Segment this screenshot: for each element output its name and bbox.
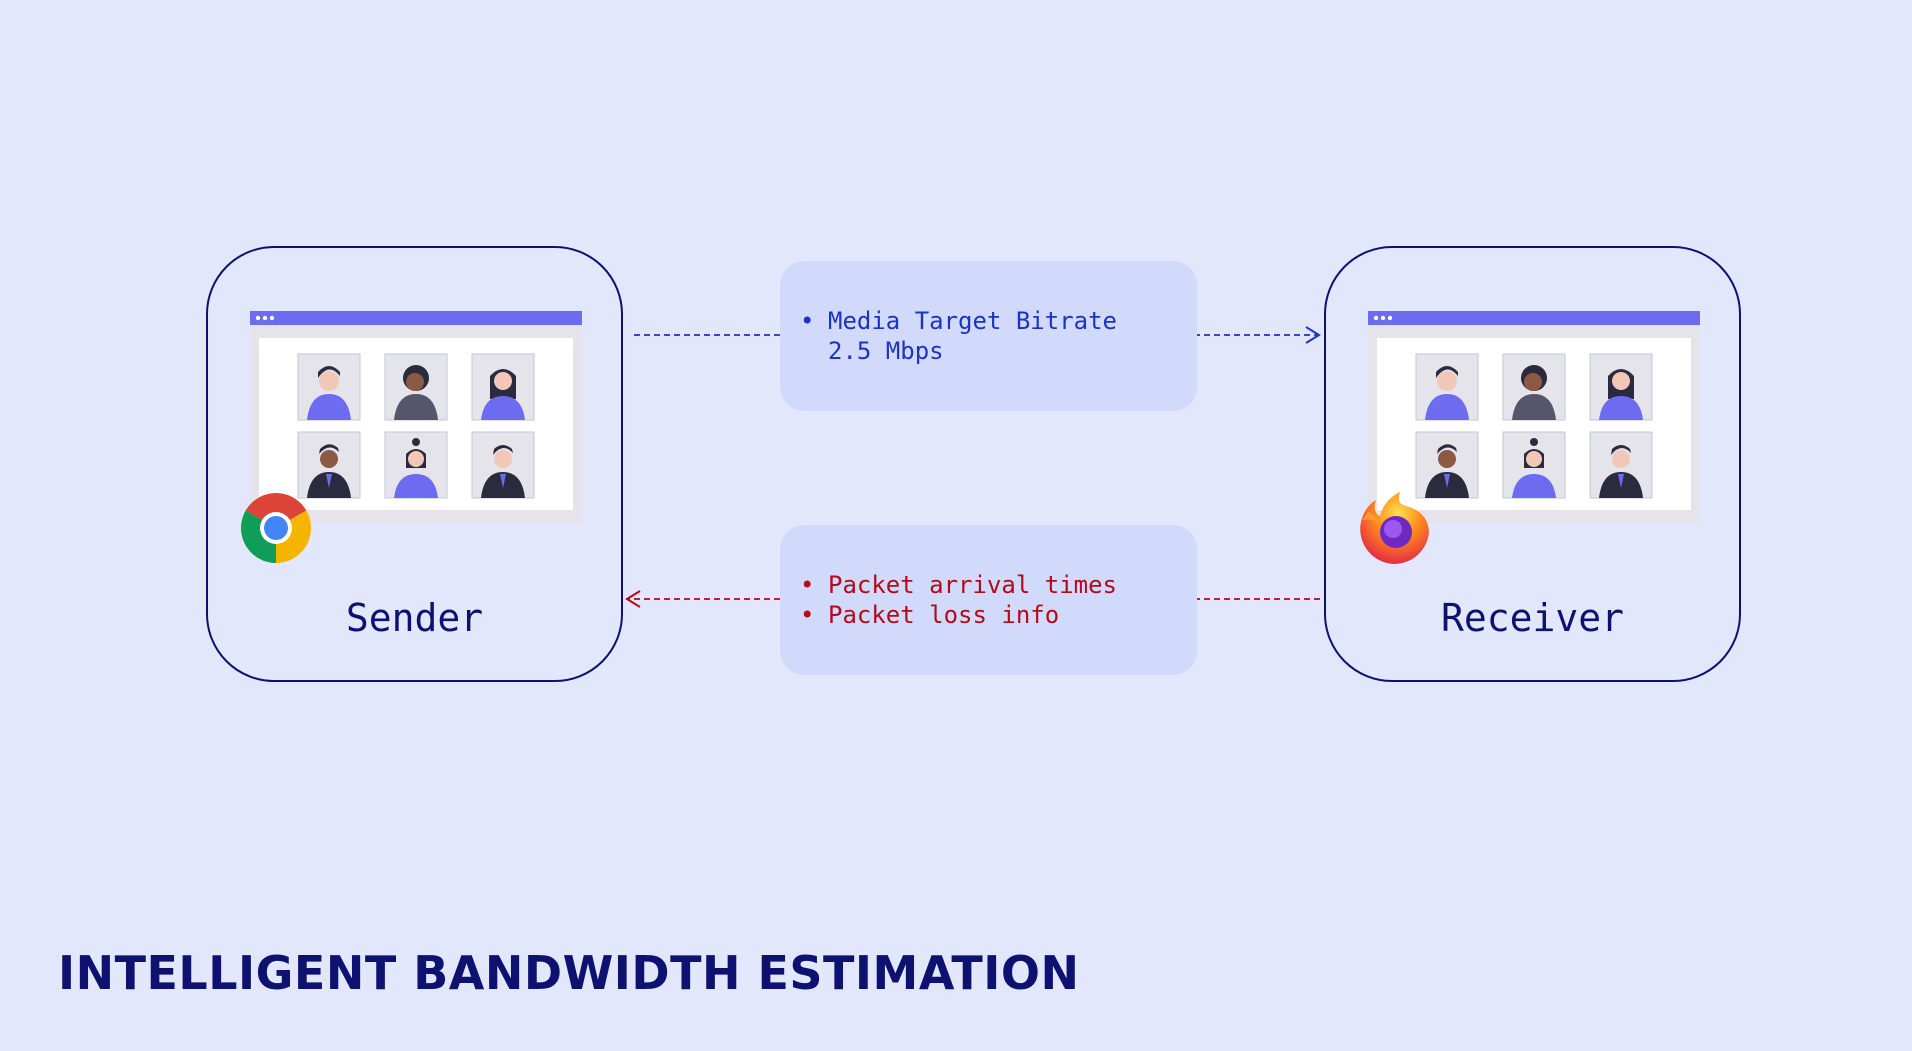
participant-avatar xyxy=(384,353,448,421)
feedback-message-item: Packet loss info xyxy=(800,600,1117,630)
participant-avatar xyxy=(471,353,535,421)
feedback-message-list: Packet arrival times Packet loss info xyxy=(800,570,1117,630)
forward-message-box: Media Target Bitrate 2.5 Mbps xyxy=(780,261,1197,411)
participant-avatar xyxy=(1589,353,1653,421)
firefox-icon xyxy=(1360,492,1429,565)
participant-avatar xyxy=(1502,431,1566,499)
participant-avatar xyxy=(1415,353,1479,421)
participant-grid xyxy=(297,353,535,499)
receiver-label: Receiver xyxy=(1440,596,1625,640)
sender-label: Sender xyxy=(345,596,484,640)
participant-avatar xyxy=(384,431,448,499)
participant-grid xyxy=(1415,353,1653,499)
feedback-message-box: Packet arrival times Packet loss info xyxy=(780,525,1197,675)
participant-avatar xyxy=(1502,353,1566,421)
feedback-message-item: Packet arrival times xyxy=(800,570,1117,600)
receiver-browser-window xyxy=(1368,311,1700,523)
participant-avatar xyxy=(1589,431,1653,499)
forward-message-continuation: 2.5 Mbps xyxy=(828,337,944,365)
sender-node: Sender xyxy=(206,246,623,682)
participant-avatar xyxy=(297,431,361,499)
receiver-node: Receiver xyxy=(1324,246,1741,682)
participant-avatar xyxy=(1415,431,1479,499)
forward-message-list: Media Target Bitrate 2.5 Mbps xyxy=(800,306,1117,366)
feedback-arrow-head xyxy=(625,590,641,608)
participant-avatar xyxy=(471,431,535,499)
diagram-title: INTELLIGENT BANDWIDTH ESTIMATION xyxy=(58,946,1080,1000)
forward-arrow-head xyxy=(1305,326,1321,344)
forward-message-item: Media Target Bitrate xyxy=(800,306,1117,336)
chrome-icon xyxy=(241,493,311,563)
participant-avatar xyxy=(297,353,361,421)
sender-browser-window xyxy=(250,311,582,523)
